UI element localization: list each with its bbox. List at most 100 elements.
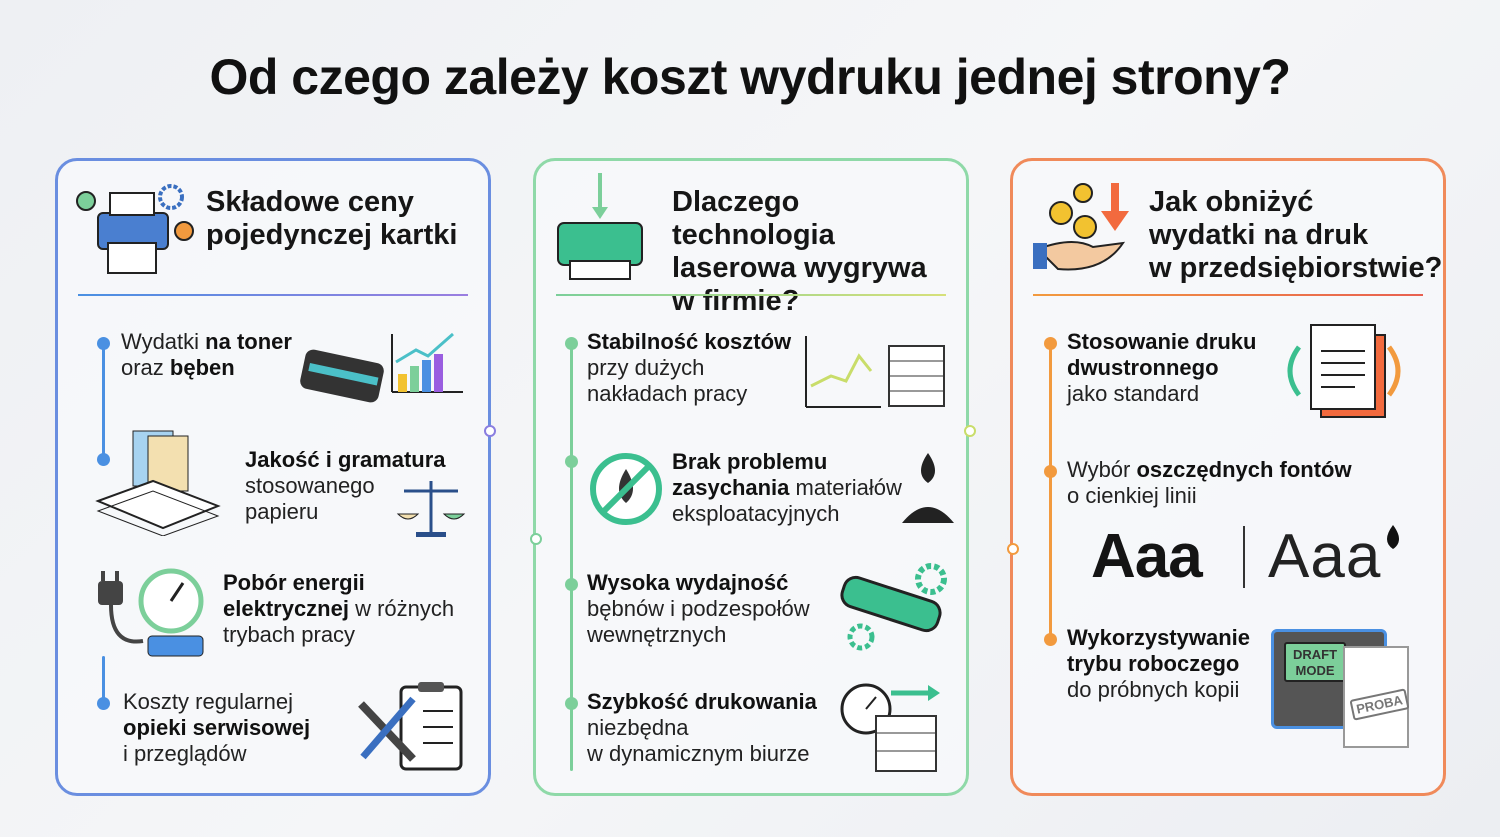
item-text: Stabilność kosztów <box>587 329 792 354</box>
item-text: jako standard <box>1067 381 1200 406</box>
item-line: eksploatacyjnych <box>672 501 902 527</box>
draft-mode-label: DRAFT MODE <box>1284 642 1346 682</box>
item-line: elektrycznej w różnych <box>223 596 454 622</box>
bullet <box>1044 633 1057 646</box>
item-line: dwustronnego <box>1067 355 1256 381</box>
item-text: Wykorzystywanie <box>1067 625 1251 650</box>
bullet <box>565 455 578 468</box>
item-line: przy dużych <box>587 355 791 381</box>
item-line: trybu roboczego <box>1067 651 1250 677</box>
item-text: na toner <box>205 329 292 354</box>
proba-stamp: PROBA <box>1349 688 1410 721</box>
timeline <box>102 341 105 461</box>
toner-chart-icon <box>300 332 463 403</box>
proof-document-icon: PROBA <box>1343 646 1410 748</box>
toner-drop-icon <box>902 453 954 523</box>
item-text: stosowanego <box>245 473 375 498</box>
item-line: zasychania materiałów <box>672 475 902 501</box>
item-text: Wysoka wydajność <box>587 570 789 595</box>
panel-cost-components: Składowe ceny pojedynczej kartki Wydatki… <box>55 158 496 796</box>
item-text: nakładach pracy <box>587 381 748 406</box>
item-line: jako standard <box>1067 381 1256 407</box>
panel-heading: Dlaczego technologia laserowa wygrywa w … <box>672 186 966 318</box>
item-line: stosowanego <box>245 473 446 499</box>
item-line: Wykorzystywanie <box>1067 625 1250 651</box>
item-text: eksploatacyjnych <box>672 501 840 526</box>
draft-label-line: DRAFT <box>1292 647 1338 662</box>
connector-node <box>484 425 496 437</box>
bullet <box>565 697 578 710</box>
bold-font-sample: Aaa <box>1091 522 1203 591</box>
item-text: i przeglądów <box>123 741 247 766</box>
scale-icon <box>396 481 466 537</box>
divider <box>78 294 468 296</box>
bullet <box>565 337 578 350</box>
heading-line: pojedynczej kartki <box>206 219 458 251</box>
item-text: papieru <box>245 499 319 524</box>
item-text: niezbędna <box>587 715 689 740</box>
connector-node <box>530 533 542 545</box>
item-text: zasychania <box>672 475 790 500</box>
thin-font-sample: Aaa <box>1268 522 1382 591</box>
item-text: oszczędnych fontów <box>1136 457 1352 482</box>
item-text: Pobór energii <box>223 570 365 595</box>
item-text: w dynamicznym biurze <box>587 741 810 766</box>
heading-line: Dlaczego technologia <box>672 186 835 251</box>
printer-cost-icon <box>76 184 194 274</box>
item-line: wewnętrznych <box>587 622 810 648</box>
item-text: Koszty regularnej <box>123 689 293 714</box>
stable-cost-chart-icon <box>805 336 945 408</box>
item-line: Wysoka wydajność <box>587 570 810 596</box>
stopwatch-paper-icon <box>840 683 940 772</box>
item-line: niezbędna <box>587 715 817 741</box>
item-line: o cienkiej linii <box>1067 483 1352 509</box>
item-line: oraz bęben <box>121 355 292 381</box>
heading-line: wydatki na druk <box>1149 219 1369 251</box>
item-text: przy dużych <box>587 355 705 380</box>
panel-heading: Jak obniżyć wydatki na druk w przedsiębi… <box>1149 186 1442 285</box>
item-text: Szybkość drukowania <box>587 689 817 714</box>
duplex-document-icon <box>1287 324 1401 418</box>
item-line: Jakość i gramatura <box>245 447 446 473</box>
page-title: Od czego zależy koszt wydruku jednej str… <box>209 49 1291 105</box>
item-line: Wydatki na toner <box>121 329 292 355</box>
divider <box>1243 526 1245 588</box>
item-text: bębnów i podzespołów <box>587 596 810 621</box>
item-line: nakładach pracy <box>587 381 791 407</box>
item-text: wewnętrznych <box>587 622 727 647</box>
heading-line: w firmie? <box>672 285 800 317</box>
panel-heading: Składowe ceny pojedynczej kartki <box>206 186 457 252</box>
draft-label-line: MODE <box>1295 663 1335 678</box>
heading-line: Jak obniżyć <box>1149 186 1314 218</box>
item-text: do próbnych kopii <box>1067 677 1240 702</box>
panel-laser-advantages: Dlaczego technologia laserowa wygrywa w … <box>530 158 976 796</box>
panel-reduce-costs: Jak obniżyć wydatki na druk w przedsiębi… <box>1007 158 1446 796</box>
bullet <box>97 697 110 710</box>
heading-line: laserowa wygrywa <box>672 252 927 284</box>
item-line: Koszty regularnej <box>123 689 310 715</box>
item-text: elektrycznej <box>223 596 349 621</box>
item-line: Pobór energii <box>223 570 454 596</box>
item-text: opieki serwisowej <box>123 715 311 740</box>
item-line: bębnów i podzespołów <box>587 596 810 622</box>
timeline <box>102 656 105 706</box>
bullet <box>565 578 578 591</box>
item-line: do próbnych kopii <box>1067 677 1250 703</box>
item-line: trybach pracy <box>223 622 454 648</box>
timeline <box>570 341 573 771</box>
heading-line: w przedsiębiorstwie? <box>1149 252 1443 284</box>
item-text: Brak problemu <box>672 449 828 474</box>
connector-node <box>964 425 976 437</box>
item-line: Wybór oszczędnych fontów <box>1067 457 1352 483</box>
bullet <box>1044 337 1057 350</box>
item-text: dwustronnego <box>1067 355 1219 380</box>
no-drying-icon <box>590 453 662 525</box>
